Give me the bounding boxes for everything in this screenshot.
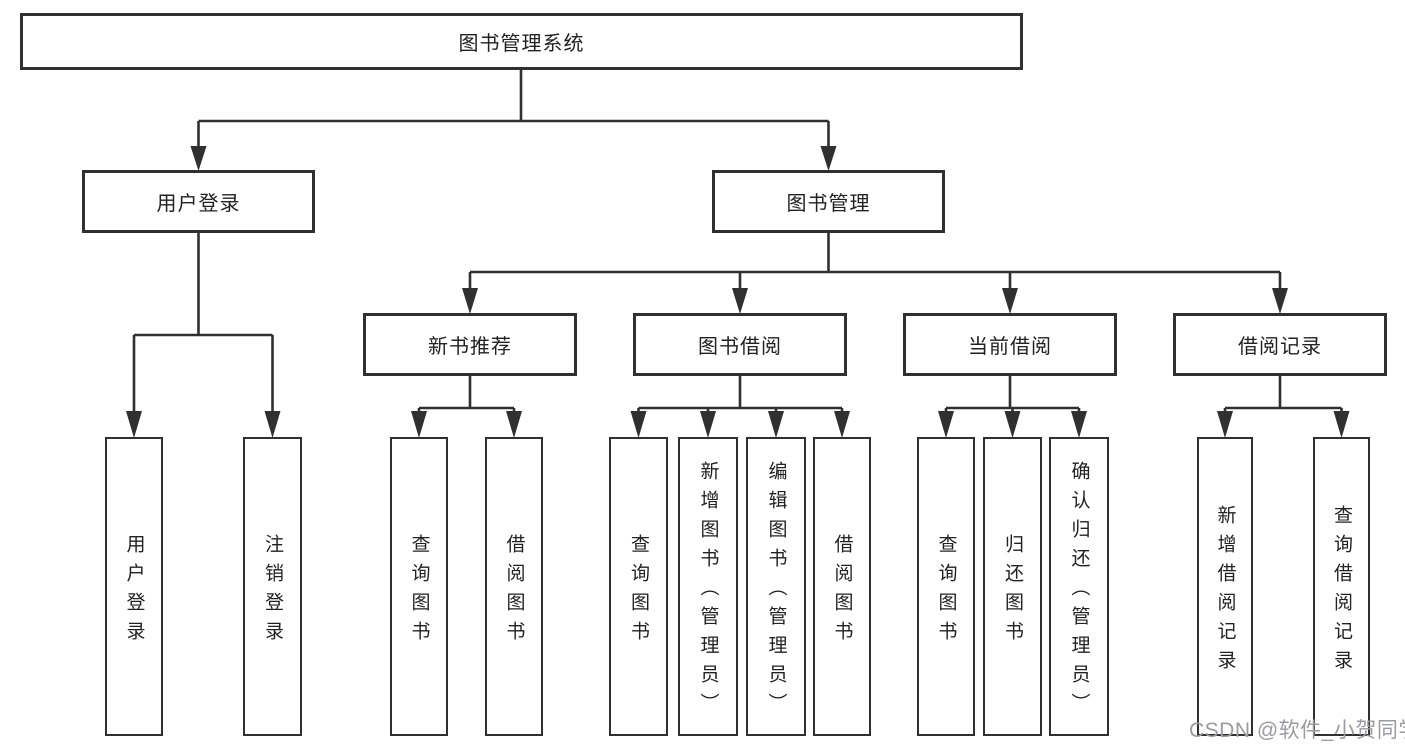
leaf-query-books-newrec-label: 查询图书 <box>408 533 430 650</box>
connector-root-to-level2 <box>190 70 837 171</box>
leaf-return-books: 归还图书 <box>983 437 1042 736</box>
connector-newbookrec-to-leaves <box>411 376 522 438</box>
connector-borrowrecords-to-leaves <box>1217 376 1350 438</box>
leaf-borrow-books-newrec: 借阅图书 <box>485 437 543 736</box>
leaf-query-borrow-record: 查询借阅记录 <box>1313 437 1370 736</box>
node-root-label: 图书管理系统 <box>458 33 585 55</box>
leaf-query-books-current-label: 查询图书 <box>935 533 957 650</box>
node-current-borrowing: 当前借阅 <box>903 313 1117 376</box>
leaf-confirm-return-admin-label: 确认归还（管理员） <box>1068 461 1090 722</box>
leaf-borrow-books-borrow: 借阅图书 <box>813 437 871 736</box>
leaf-borrow-books-newrec-label: 借阅图书 <box>503 533 525 650</box>
leaf-add-borrow-record-label: 新增借阅记录 <box>1214 504 1236 679</box>
leaf-query-borrow-record-label: 查询借阅记录 <box>1331 504 1352 679</box>
node-borrowing-records-label: 借阅记录 <box>1238 336 1322 358</box>
connector-bookborrow-to-leaves <box>630 376 850 438</box>
node-new-book-recommend: 新书推荐 <box>363 313 577 376</box>
node-library-management-system: 图书管理系统 <box>20 13 1023 70</box>
leaf-return-books-label: 归还图书 <box>1002 533 1023 650</box>
leaf-user-login: 用户登录 <box>105 437 163 736</box>
leaf-add-books-admin: 新增图书（管理员） <box>678 437 738 736</box>
leaf-edit-books-admin: 编辑图书（管理员） <box>746 437 806 736</box>
node-new-book-recommend-label: 新书推荐 <box>428 336 512 358</box>
leaf-logout: 注销登录 <box>243 437 302 736</box>
leaf-add-books-admin-label: 新增图书（管理员） <box>697 461 719 722</box>
leaf-edit-books-admin-label: 编辑图书（管理员） <box>765 461 787 722</box>
connector-userlogin-to-leaves <box>126 233 281 438</box>
leaf-query-books-borrow-label: 查询图书 <box>628 533 649 650</box>
leaf-query-books-current: 查询图书 <box>917 437 975 736</box>
node-borrowing-records: 借阅记录 <box>1173 313 1387 376</box>
leaf-user-login-label: 用户登录 <box>123 533 145 650</box>
node-book-management: 图书管理 <box>712 170 945 233</box>
leaf-borrow-books-borrow-label: 借阅图书 <box>831 533 853 650</box>
node-book-management-label: 图书管理 <box>786 193 871 215</box>
connector-currentborrow-to-leaves <box>938 376 1087 438</box>
leaf-query-books-newrec: 查询图书 <box>390 437 448 736</box>
connector-bookmgmt-to-level3 <box>462 233 1288 314</box>
leaf-query-books-borrow: 查询图书 <box>609 437 668 736</box>
watermark-csdn: CSDN @软件_小贺同学 <box>1189 719 1405 742</box>
leaf-confirm-return-admin: 确认归还（管理员） <box>1049 437 1109 736</box>
node-current-borrowing-label: 当前借阅 <box>968 336 1052 358</box>
leaf-logout-label: 注销登录 <box>262 533 283 650</box>
node-book-borrowing-label: 图书借阅 <box>698 336 782 358</box>
node-user-login-label: 用户登录 <box>156 193 241 215</box>
node-user-login: 用户登录 <box>82 170 315 233</box>
node-book-borrowing: 图书借阅 <box>633 313 847 376</box>
leaf-add-borrow-record: 新增借阅记录 <box>1197 437 1253 736</box>
